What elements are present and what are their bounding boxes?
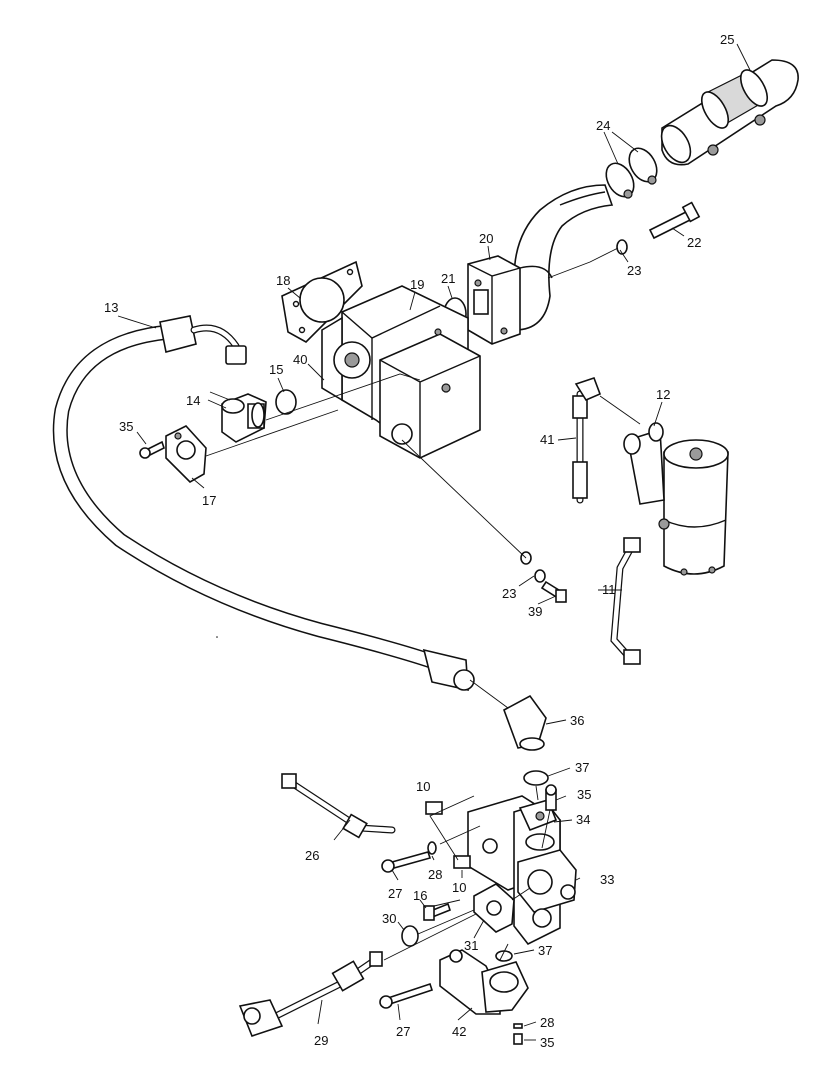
o-ring-15-part — [275, 389, 297, 415]
callout-28-lower: 28 — [540, 1015, 554, 1030]
callout-26: 26 — [305, 848, 319, 863]
stray-dot — [216, 636, 218, 638]
bolt-27-upper-part — [381, 851, 432, 873]
callout-21: 21 — [441, 271, 455, 286]
callout-40: 40 — [293, 352, 307, 367]
gasket-18-part — [281, 260, 363, 343]
intake-pipe-part — [660, 59, 799, 166]
leader-lines — [117, 43, 751, 1041]
callout-42: 42 — [452, 1024, 466, 1039]
callout-28-upper: 28 — [428, 867, 442, 882]
hose-clamps-part — [605, 147, 658, 199]
bolt-35-block-part — [545, 784, 557, 811]
fitting-10-lower-part — [453, 855, 471, 869]
callout-14: 14 — [186, 393, 200, 408]
pipe-29-part — [238, 951, 383, 1037]
callout-37-lower: 37 — [538, 943, 552, 958]
hydraulic-pump-part — [321, 285, 481, 459]
callout-36: 36 — [570, 713, 584, 728]
fitting-10-upper-part — [425, 801, 443, 815]
o-ring-30-part — [401, 925, 419, 947]
callout-24: 24 — [596, 118, 610, 133]
callout-19: 19 — [410, 277, 424, 292]
pipe-41-part — [572, 376, 602, 504]
callout-23-lower: 23 — [502, 586, 516, 601]
callout-35-block: 35 — [577, 787, 591, 802]
pipe-11-part — [610, 537, 641, 665]
bolt-22-part — [616, 201, 701, 255]
callout-34: 34 — [576, 812, 590, 827]
callout-12: 12 — [656, 387, 670, 402]
callout-27-upper: 27 — [388, 886, 402, 901]
elbow-adaptor-36-part — [503, 694, 549, 786]
split-flange-17-part — [165, 425, 207, 483]
bolt-35-upper-part — [139, 440, 165, 459]
washer-28-upper-part — [427, 841, 437, 855]
callout-35-upper: 35 — [119, 419, 133, 434]
elbow-fitting-14-part — [221, 393, 267, 443]
washer-bolt-lower-part — [513, 1023, 523, 1045]
callout-27-lower: 27 — [396, 1024, 410, 1039]
callout-10-upper: 10 — [416, 779, 430, 794]
suction-elbow-part — [443, 184, 614, 345]
washer-bolt-39-part — [520, 551, 567, 603]
callout-35-lower: 35 — [540, 1035, 554, 1050]
callout-31: 31 — [464, 938, 478, 953]
callout-33: 33 — [600, 872, 614, 887]
callout-30: 30 — [382, 911, 396, 926]
callout-15: 15 — [269, 362, 283, 377]
pipe-26-part — [281, 773, 396, 839]
callout-37-upper: 37 — [575, 760, 589, 775]
callout-10-lower: 10 — [452, 880, 466, 895]
callout-13: 13 — [104, 300, 118, 315]
pressure-hose-13-part — [52, 315, 475, 692]
callout-labels: 25 24 22 23 20 21 18 19 13 40 15 14 35 1… — [104, 32, 734, 1050]
callout-23: 23 — [627, 263, 641, 278]
callout-16: 16 — [413, 888, 427, 903]
callout-25: 25 — [720, 32, 734, 47]
callout-18: 18 — [276, 273, 290, 288]
bolt-27-lower-part — [379, 982, 434, 1009]
callout-39: 39 — [528, 604, 542, 619]
callout-29: 29 — [314, 1033, 328, 1048]
callout-17: 17 — [202, 493, 216, 508]
steering-unit-12-part — [623, 422, 729, 576]
callout-22: 22 — [687, 235, 701, 250]
valve-block-part — [467, 795, 577, 946]
callout-41: 41 — [540, 432, 554, 447]
callout-11: 11 — [602, 582, 616, 597]
flange-31-part — [473, 883, 515, 933]
elbow-block-42-part — [439, 949, 529, 1015]
bolt-16-part — [423, 902, 451, 921]
callout-20: 20 — [479, 231, 493, 246]
